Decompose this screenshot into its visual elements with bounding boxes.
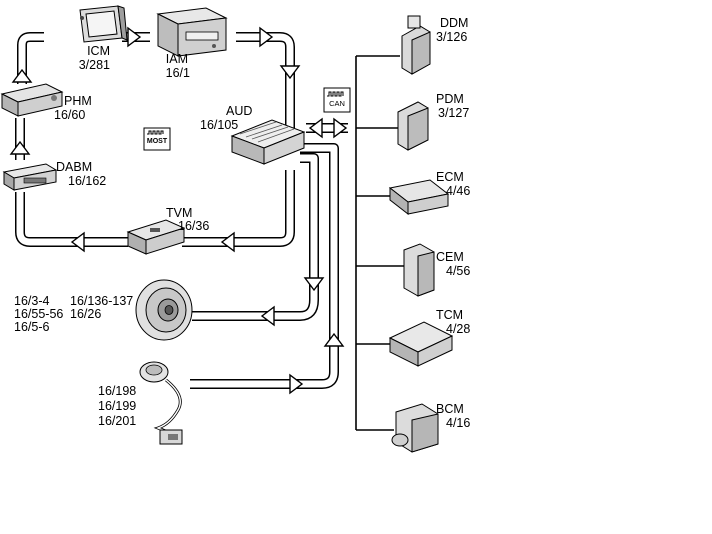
arrow-right-top bbox=[259, 26, 274, 48]
arrow-up-antenna bbox=[323, 332, 345, 347]
phm-unit bbox=[0, 83, 64, 117]
iam-code: 16/1 bbox=[165, 66, 190, 80]
ddm-name: DDM bbox=[440, 16, 469, 30]
cem-code: 4/56 bbox=[446, 264, 471, 278]
arrow-down-aud bbox=[279, 65, 301, 80]
iam-name: IAM bbox=[165, 52, 188, 66]
pdm-unit bbox=[397, 101, 429, 151]
speaker-code-2: 16/55-56 bbox=[14, 307, 64, 321]
ddm-code: 3/126 bbox=[436, 30, 468, 44]
can-bus-badge: CAN bbox=[323, 87, 351, 113]
antenna-code-2: 16/199 bbox=[98, 399, 137, 413]
icm-unit bbox=[79, 5, 128, 43]
tcm-unit bbox=[388, 321, 454, 367]
arrow-left-speaker bbox=[260, 305, 275, 327]
can-bus bbox=[355, 55, 404, 431]
tvm-name: TVM bbox=[166, 206, 193, 220]
icm-name: ICM bbox=[87, 44, 110, 58]
arrow-down-speaker bbox=[303, 277, 325, 292]
aud-unit bbox=[230, 119, 306, 165]
ecm-code: 4/46 bbox=[446, 184, 471, 198]
phm-name: PHM bbox=[64, 94, 92, 108]
pdm-code: 3/127 bbox=[438, 106, 470, 120]
antenna-unit bbox=[139, 361, 183, 445]
dabm-unit bbox=[2, 163, 58, 191]
can-label: CAN bbox=[329, 99, 345, 108]
bcm-name: BCM bbox=[436, 402, 464, 416]
can-link bbox=[306, 117, 348, 139]
iam-unit bbox=[156, 7, 228, 57]
speaker-code-4: 16/136-137 bbox=[70, 294, 134, 308]
most-label: MOST bbox=[147, 138, 168, 145]
arrow-up-phm bbox=[11, 68, 33, 83]
bcm-code: 4/16 bbox=[446, 416, 471, 430]
tcm-code: 4/28 bbox=[446, 322, 471, 336]
antenna-code-3: 16/201 bbox=[98, 414, 137, 428]
aud-output-lines bbox=[190, 143, 345, 395]
arrow-right-iam bbox=[127, 26, 142, 48]
bcm-unit bbox=[391, 403, 439, 453]
aud-name: AUD bbox=[226, 104, 253, 118]
tvm-code: 16/36 bbox=[178, 219, 210, 233]
most-bus-badge: MOST bbox=[143, 127, 171, 151]
tvm-unit bbox=[126, 219, 186, 255]
arrow-left-tvm bbox=[220, 231, 235, 253]
dabm-code: 16/162 bbox=[68, 174, 107, 188]
speaker-unit bbox=[135, 279, 193, 341]
speaker-code-3: 16/5-6 bbox=[14, 320, 50, 334]
arrow-up-dabm bbox=[9, 140, 31, 155]
speaker-code-5: 16/26 bbox=[70, 307, 102, 321]
arrow-left-bottom bbox=[70, 231, 85, 253]
cem-unit bbox=[403, 243, 435, 297]
speaker-code-1: 16/3-4 bbox=[14, 294, 50, 308]
cem-name: CEM bbox=[436, 250, 464, 264]
arrow-right-antenna bbox=[289, 373, 304, 395]
antenna-code-1: 16/198 bbox=[98, 384, 137, 398]
ecm-unit bbox=[388, 179, 450, 216]
ddm-unit bbox=[401, 15, 431, 75]
aud-code: 16/105 bbox=[200, 118, 239, 132]
icm-code: 3/281 bbox=[78, 58, 110, 72]
most-ring-arrows bbox=[9, 26, 301, 253]
tcm-name: TCM bbox=[436, 308, 464, 322]
phm-code: 16/60 bbox=[54, 108, 86, 122]
dabm-name: DABM bbox=[56, 160, 93, 174]
arrow-left-can bbox=[308, 117, 323, 139]
arrow-right-can bbox=[333, 117, 348, 139]
pdm-name: PDM bbox=[436, 92, 464, 106]
ecm-name: ECM bbox=[436, 170, 464, 184]
